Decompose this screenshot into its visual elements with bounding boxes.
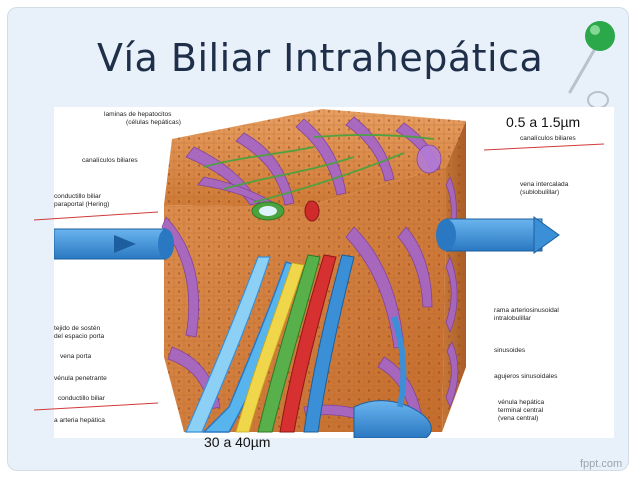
label-intercalated-vein-line2: (sublobulillar) xyxy=(520,189,560,196)
pointer-canaliculi xyxy=(483,143,605,151)
label-central-vein-line3: (vena central) xyxy=(498,415,539,422)
liver-lobule-illustration xyxy=(54,109,560,438)
label-bile-canaliculi-left: canalículos biliares xyxy=(82,157,138,164)
label-arteriosinusoidal-line1: rama arteriosinusoidal xyxy=(494,307,559,314)
label-connective-tissue-line2: del espacio porta xyxy=(54,333,105,340)
label-connective-tissue-line1: tejido de sostén xyxy=(54,325,101,332)
label-hepatocyte-plates: laminas de hepatocitos (células hepática… xyxy=(104,111,181,127)
label-portal-vein: vena porta xyxy=(60,353,92,360)
pushpin-icon xyxy=(568,21,615,109)
label-paraportal-ductule-line1: conductillo biliar xyxy=(54,193,101,200)
measurement-ductule: 30 a 40µm xyxy=(204,434,271,450)
label-central-vein-line2: terminal central xyxy=(498,407,544,414)
label-bile-canaliculi-right: canalículos biliares xyxy=(520,135,576,142)
label-intercalated-vein-line1: vena intercalada xyxy=(520,181,569,188)
label-central-vein-line1: vénula hepática xyxy=(498,399,545,406)
slide-title: Vía Biliar Intrahepática xyxy=(97,36,544,80)
label-paraportal-ductule-line2: paraportal (Hering) xyxy=(54,201,110,208)
pointer-bile-ductule xyxy=(33,402,159,411)
label-arteriosinusoidal-branch: rama arteriosinusoidal intralobulillar xyxy=(494,307,559,323)
label-sinusoids: sinusoides xyxy=(494,347,526,354)
label-hepatic-artery: a arteria hepática xyxy=(54,417,105,424)
label-arteriosinusoidal-line2: intralobulillar xyxy=(494,315,532,322)
measurement-canaliculi: 0.5 a 1.5µm xyxy=(506,114,581,130)
label-intercalated-vein: vena intercalada (sublobulillar) xyxy=(520,181,568,197)
label-penetrating-venule: vénula penetrante xyxy=(54,375,107,382)
liver-lobule-diagram: laminas de hepatocitos (células hepática… xyxy=(54,107,614,438)
label-sinusoidal-holes: agujeros sinusoidales xyxy=(494,373,558,380)
label-hepatocyte-plates-line1: laminas de hepatocitos xyxy=(104,111,172,118)
label-central-vein: vénula hepática terminal central (vena c… xyxy=(498,399,544,423)
label-bile-ductule: conductillo biliar xyxy=(58,395,105,402)
label-hepatocyte-plates-line2: (células hepáticas) xyxy=(126,119,181,126)
label-connective-tissue: tejido de sostén del espacio porta xyxy=(54,325,104,341)
label-paraportal-ductule: conductillo biliar paraportal (Hering) xyxy=(54,193,109,209)
pointer-paraportal-ductule xyxy=(33,211,159,221)
fppt-credit: fppt.com xyxy=(580,458,623,470)
